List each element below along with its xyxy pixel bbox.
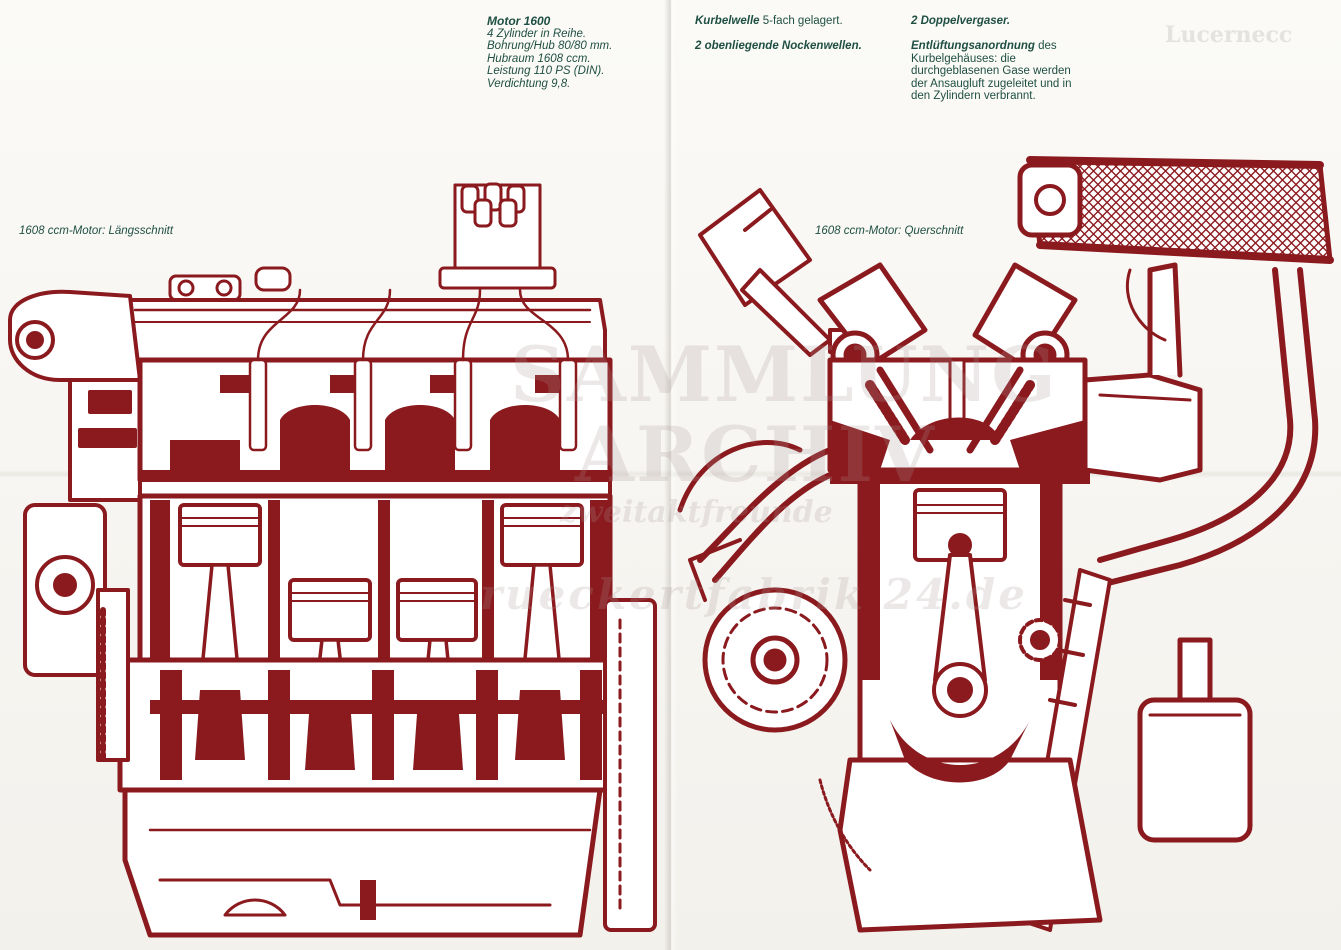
carb-note: 2 Doppelvergaser. xyxy=(911,15,1010,28)
breather-pipe xyxy=(1097,267,1319,588)
spec-title: Motor 1600 xyxy=(487,14,551,28)
camshaft-label: 2 obenliegende Nockenwellen. xyxy=(695,40,862,52)
block-walls xyxy=(150,500,610,660)
air-filter xyxy=(1017,156,1334,264)
distributor-cap xyxy=(438,182,557,290)
vent-label: Entlüftungsanordnung xyxy=(911,40,1035,52)
intake-manifold xyxy=(1082,262,1203,483)
crankshaft xyxy=(150,670,630,780)
piston-rings xyxy=(179,517,583,602)
spec-line: 4 Zylinder in Reihe. xyxy=(487,27,587,40)
flywheel xyxy=(603,598,657,932)
center-fold xyxy=(664,0,678,950)
vent-first: des xyxy=(1038,40,1057,52)
vent-line: durchgeblasenen Gase werden xyxy=(911,65,1071,77)
spark-plugs xyxy=(248,288,578,452)
longitudinal-section-drawing xyxy=(8,182,657,938)
distributor xyxy=(698,188,862,357)
spec-line: Leistung 110 PS (DIN). xyxy=(487,65,605,77)
vent-line: der Ansaugluft zugeleitet und in xyxy=(911,77,1072,90)
carb-label: 2 Doppelvergaser. xyxy=(911,15,1011,27)
spec-line: Hubraum 1608 ccm. xyxy=(487,52,591,65)
crankshaft-label: Kurbelwelle xyxy=(695,15,760,27)
vent-line: Kurbelgehäuses: die xyxy=(911,52,1016,65)
spec-block: Motor 1600 4 Zylinder in Reihe. Bohrung/… xyxy=(487,15,612,90)
front-timing-housing xyxy=(8,289,152,502)
caption-longitudinal: 1608 ccm-Motor: Längsschnitt xyxy=(19,225,174,237)
sump-cross xyxy=(837,757,1103,933)
oil-pickup xyxy=(223,898,287,917)
vent-line: den Zylindern verbrannt. xyxy=(911,90,1036,102)
exhaust-manifold xyxy=(677,440,833,583)
cross-section-drawing xyxy=(677,156,1334,933)
oil-filter xyxy=(1137,637,1253,843)
crank-pulley xyxy=(23,503,130,763)
spec-line: Bohrung/Hub 80/80 mm. xyxy=(487,40,613,52)
ports xyxy=(830,417,1085,470)
camshaft-note: 2 obenliegende Nockenwellen. xyxy=(695,40,862,53)
oil-filler-cap xyxy=(168,266,292,302)
spec-line: Verdichtung 9,8. xyxy=(487,77,571,90)
crankshaft-detail: 5-fach gelagert. xyxy=(762,15,843,27)
vent-note: Entlüftungsanordnung des Kurbelgehäuses:… xyxy=(911,40,1071,103)
piston-cross xyxy=(913,488,1007,718)
oil-sump xyxy=(122,787,603,938)
crankshaft-note: Kurbelwelle 5-fach gelagert. xyxy=(695,15,843,28)
crank-counterweight xyxy=(890,720,1030,783)
caption-cross: 1608 ccm-Motor: Querschnitt xyxy=(815,225,964,237)
alternator xyxy=(688,538,848,733)
